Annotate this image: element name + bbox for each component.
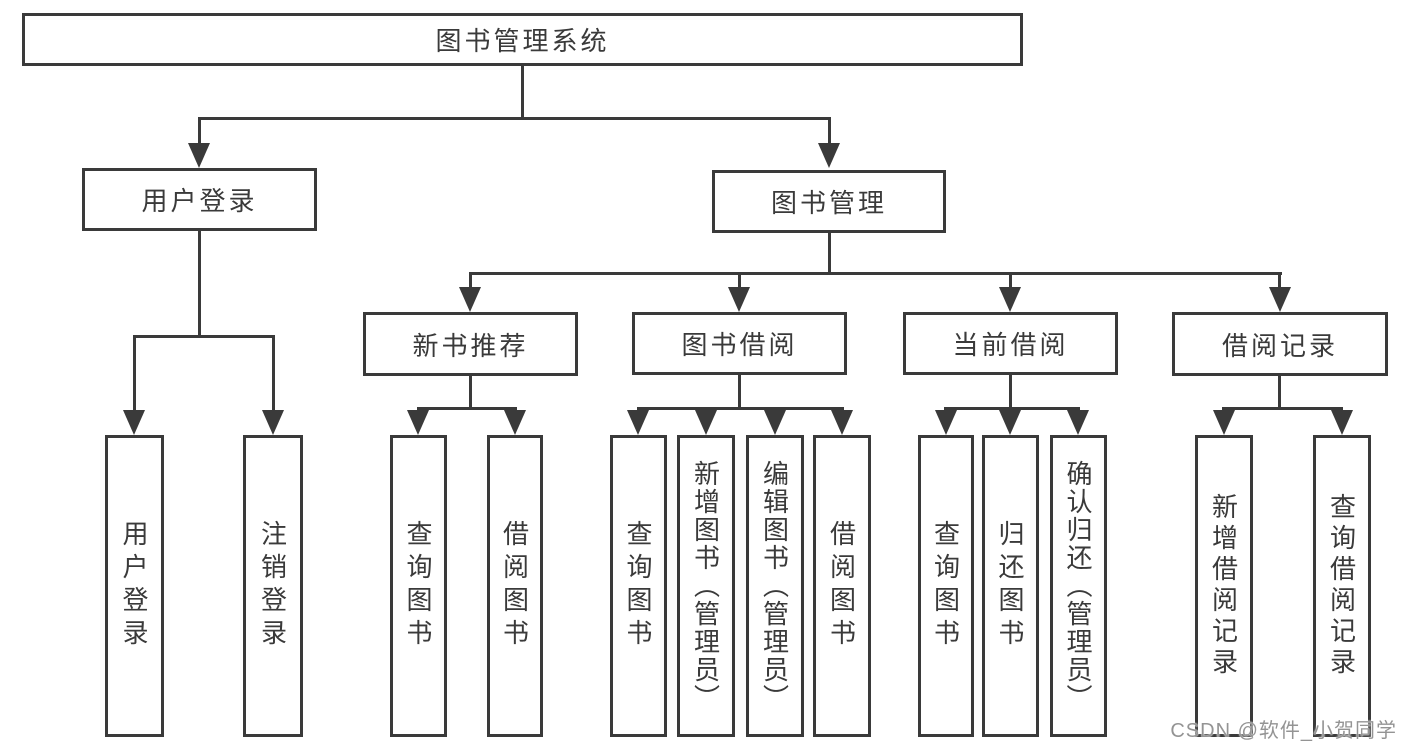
leaf-edit-book-admin: 编辑图书（管理员） [746, 435, 804, 737]
arrow-down-icon [1213, 410, 1235, 435]
leaf-add-book-admin: 新增图书（管理员） [677, 435, 735, 737]
arrow-down-icon [695, 410, 717, 435]
edge-root-trunk [521, 64, 524, 119]
leaf-query-books-current: 查询图书 [918, 435, 974, 737]
edge-to-user-login [198, 117, 201, 146]
leaf-query-borrow-record: 查询借阅记录 [1313, 435, 1371, 737]
leaf-query-books-borrow: 查询图书 [610, 435, 667, 737]
leaf-return-book: 归还图书 [982, 435, 1039, 737]
edge-new-book-trunk [469, 374, 472, 409]
edge-borrow-records-trunk [1278, 374, 1281, 409]
leaf-query-books-recommend: 查询图书 [390, 435, 447, 737]
node-current-borrow: 当前借阅 [903, 312, 1118, 375]
arrow-down-icon [935, 410, 957, 435]
edge-new-book-bar [417, 407, 517, 410]
edge-book-borrow-bar [637, 407, 844, 410]
arrow-down-icon [728, 287, 750, 312]
leaf-confirm-return-admin: 确认归还（管理员） [1050, 435, 1107, 737]
arrow-down-icon [818, 143, 840, 168]
node-new-book-recommend: 新书推荐 [363, 312, 578, 376]
arrow-down-icon [999, 287, 1021, 312]
edge-level1-bar [198, 117, 831, 120]
arrow-down-icon [627, 410, 649, 435]
leaf-borrow-books: 借阅图书 [813, 435, 871, 737]
edge-current-borrow-bar [944, 407, 1080, 410]
edge-to-current-borrow [1009, 272, 1012, 290]
edge-to-book-borrow [738, 272, 741, 290]
node-user-login: 用户登录 [82, 168, 317, 231]
arrow-down-icon [504, 410, 526, 435]
arrow-down-icon [123, 410, 145, 435]
arrow-down-icon [1269, 287, 1291, 312]
edge-to-borrow-records [1278, 272, 1281, 290]
edge-borrow-records-bar [1222, 407, 1343, 410]
edge-to-leaf-user-login [133, 335, 136, 413]
node-library-system: 图书管理系统 [22, 13, 1023, 66]
edge-current-borrow-trunk [1009, 373, 1012, 409]
arrow-down-icon [999, 410, 1021, 435]
arrow-down-icon [188, 143, 210, 168]
arrow-down-icon [262, 410, 284, 435]
edge-to-book-management [828, 117, 831, 146]
node-book-borrow: 图书借阅 [632, 312, 847, 375]
arrow-down-icon [831, 410, 853, 435]
arrow-down-icon [1067, 410, 1089, 435]
arrow-down-icon [764, 410, 786, 435]
edge-book-mgmt-bar [469, 272, 1282, 275]
edge-to-leaf-logout [272, 335, 275, 413]
edge-user-login-trunk [198, 229, 201, 337]
leaf-user-login: 用户登录 [105, 435, 164, 737]
csdn-watermark: CSDN @软件_小贺同学 [1170, 720, 1397, 742]
leaf-borrow-books-recommend: 借阅图书 [487, 435, 543, 737]
node-borrow-records: 借阅记录 [1172, 312, 1388, 376]
node-book-management: 图书管理 [712, 170, 946, 233]
edge-user-login-bar [133, 335, 275, 338]
edge-to-new-book [469, 272, 472, 290]
arrow-down-icon [407, 410, 429, 435]
edge-book-mgmt-trunk [828, 231, 831, 274]
arrow-down-icon [459, 287, 481, 312]
leaf-add-borrow-record: 新增借阅记录 [1195, 435, 1253, 737]
edge-book-borrow-trunk [738, 373, 741, 409]
arrow-down-icon [1331, 410, 1353, 435]
leaf-logout: 注销登录 [243, 435, 303, 737]
